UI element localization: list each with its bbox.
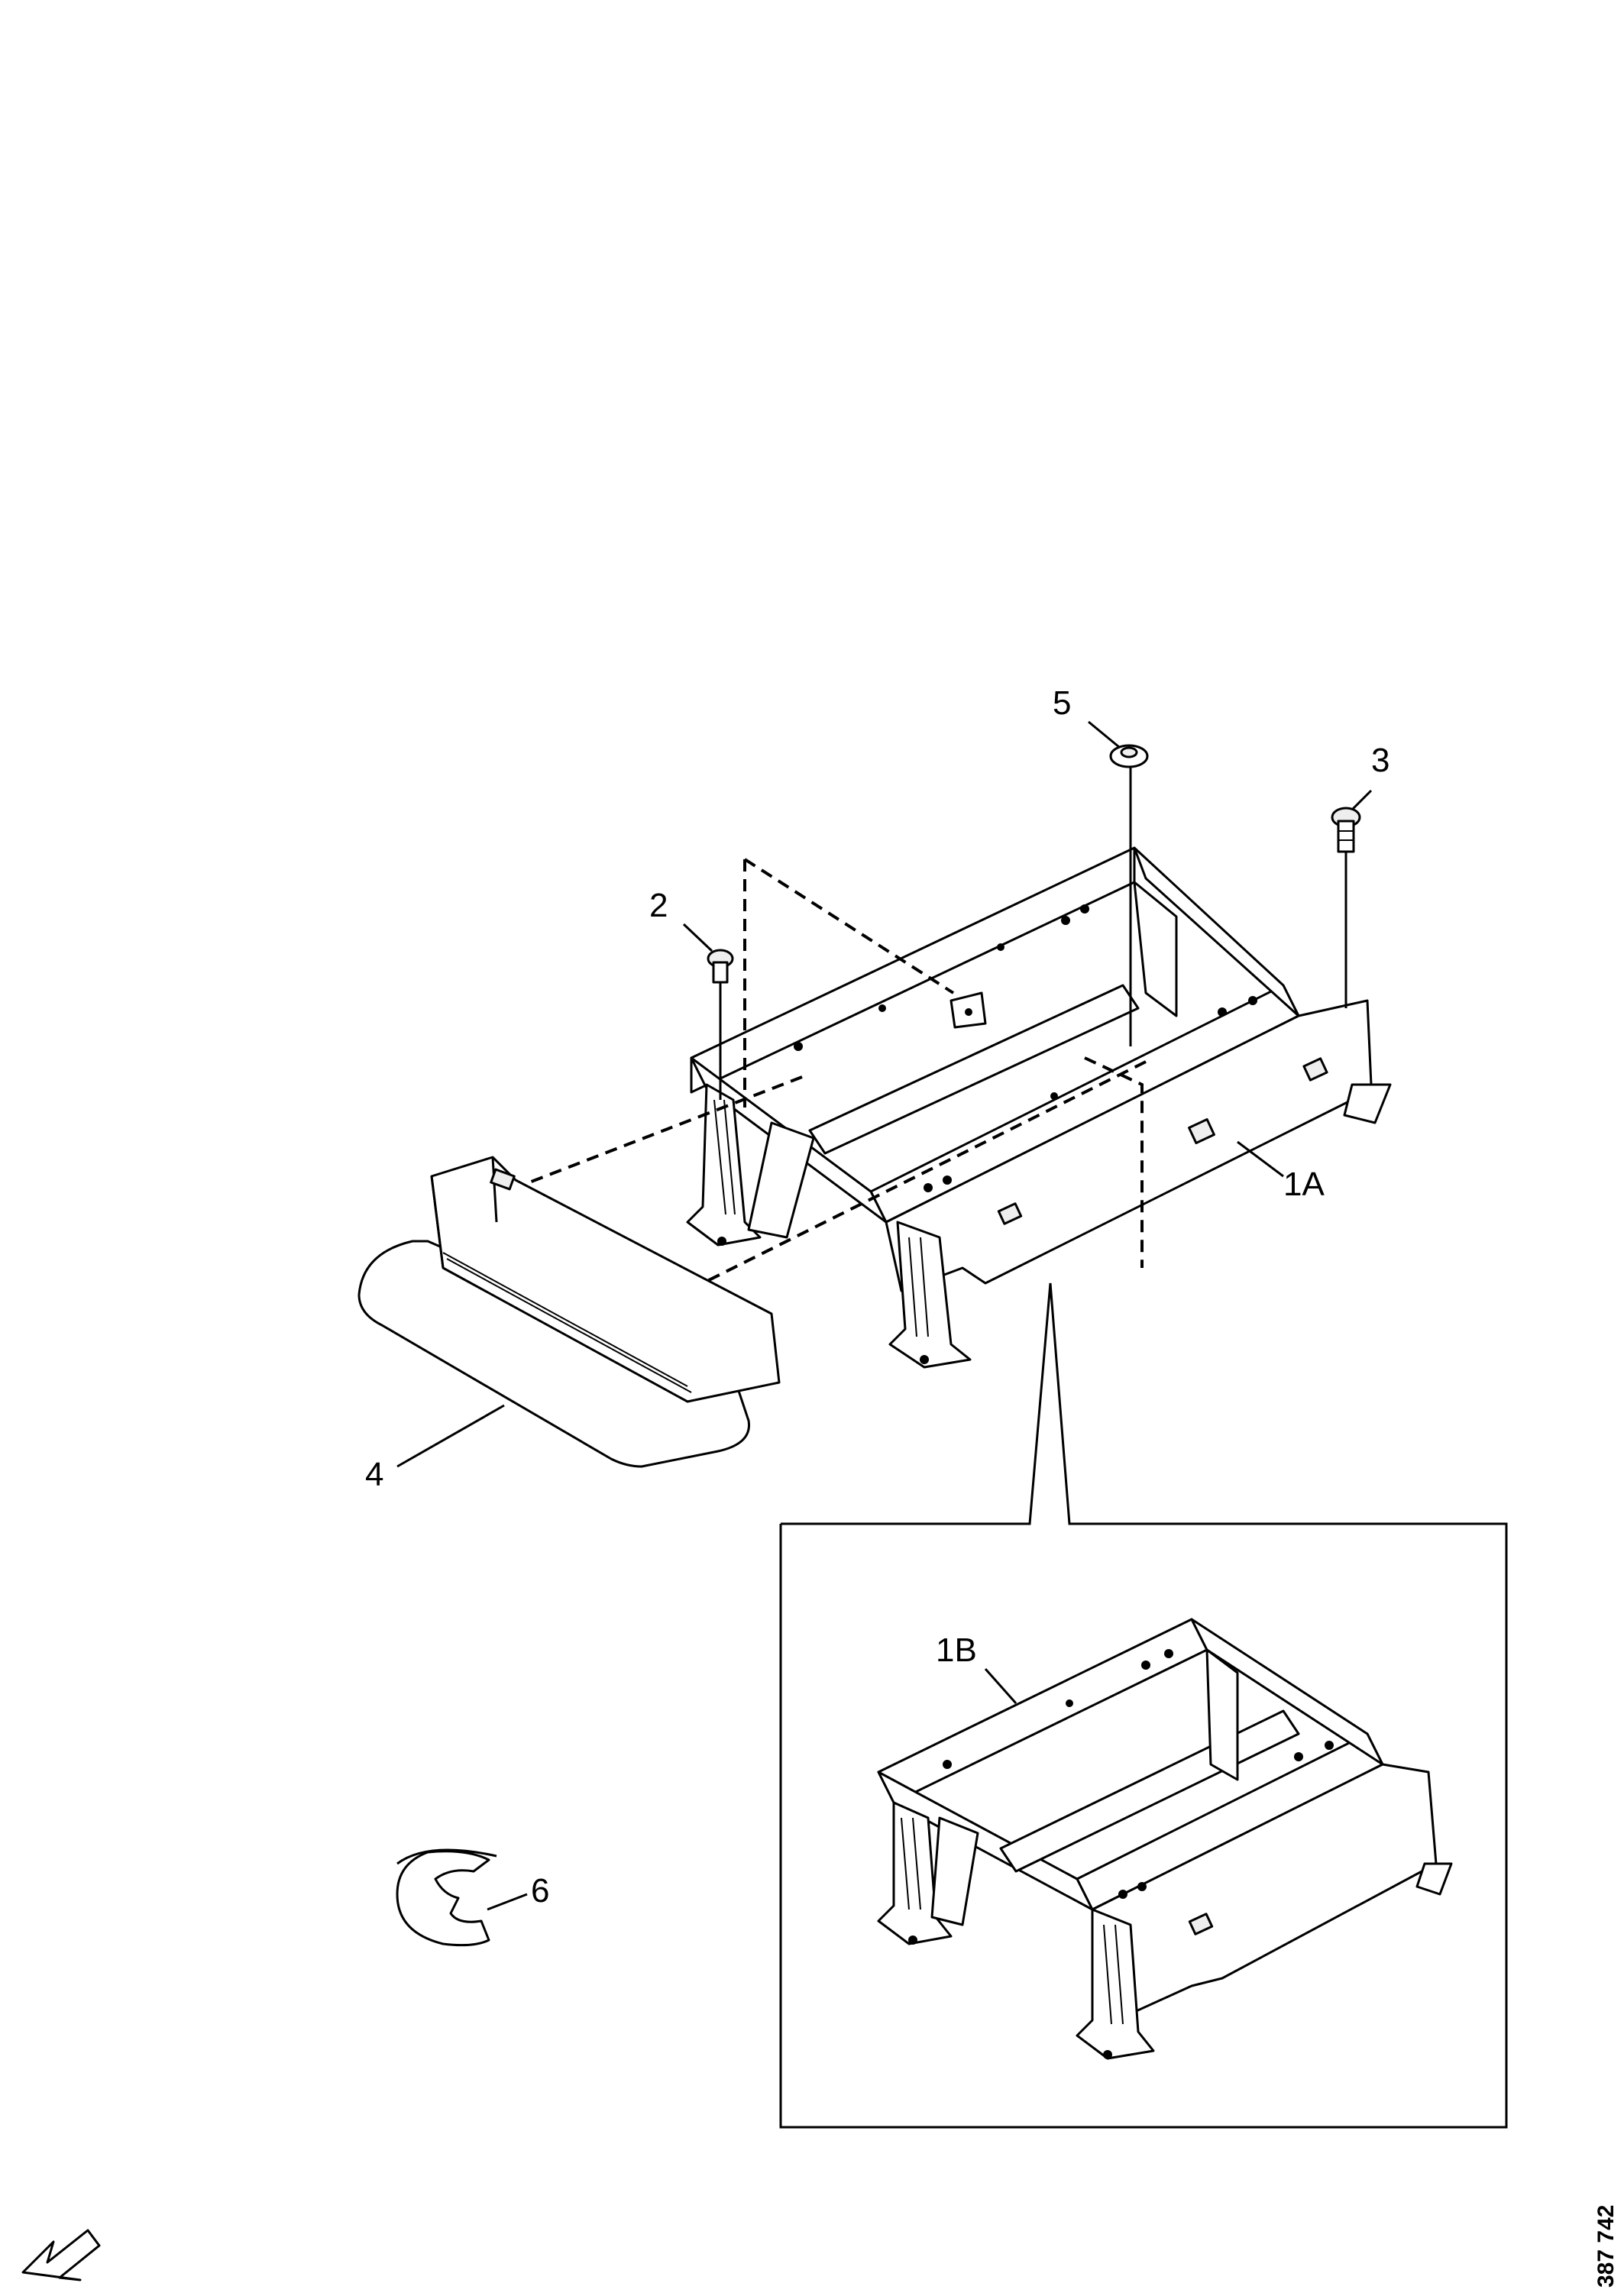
detail-inset <box>779 1282 1508 2129</box>
leader-lines <box>396 720 1373 1468</box>
callout-1a: 1A <box>1283 1166 1325 1203</box>
callout-3: 3 <box>1371 742 1389 779</box>
callout-5: 5 <box>1053 684 1071 722</box>
cap-part-5 <box>1109 744 1149 768</box>
bolt-part-3 <box>1331 807 1361 853</box>
seat-frame-1b <box>877 1618 1453 2060</box>
assembly-guide-lines <box>515 760 1347 1285</box>
storage-tray-part-4 <box>357 1156 781 1468</box>
document-number: 387 742 <box>1593 2205 1619 2288</box>
bolt-part-2 <box>707 949 734 984</box>
seat-frame-1a <box>686 846 1392 1369</box>
callout-6: 6 <box>531 1872 549 1910</box>
callout-1b: 1B <box>936 1631 977 1669</box>
circlip-part-6 <box>396 1848 528 1947</box>
callout-4: 4 <box>365 1456 383 1493</box>
callout-2: 2 <box>649 887 668 924</box>
direction-arrow-icon <box>21 2229 101 2281</box>
